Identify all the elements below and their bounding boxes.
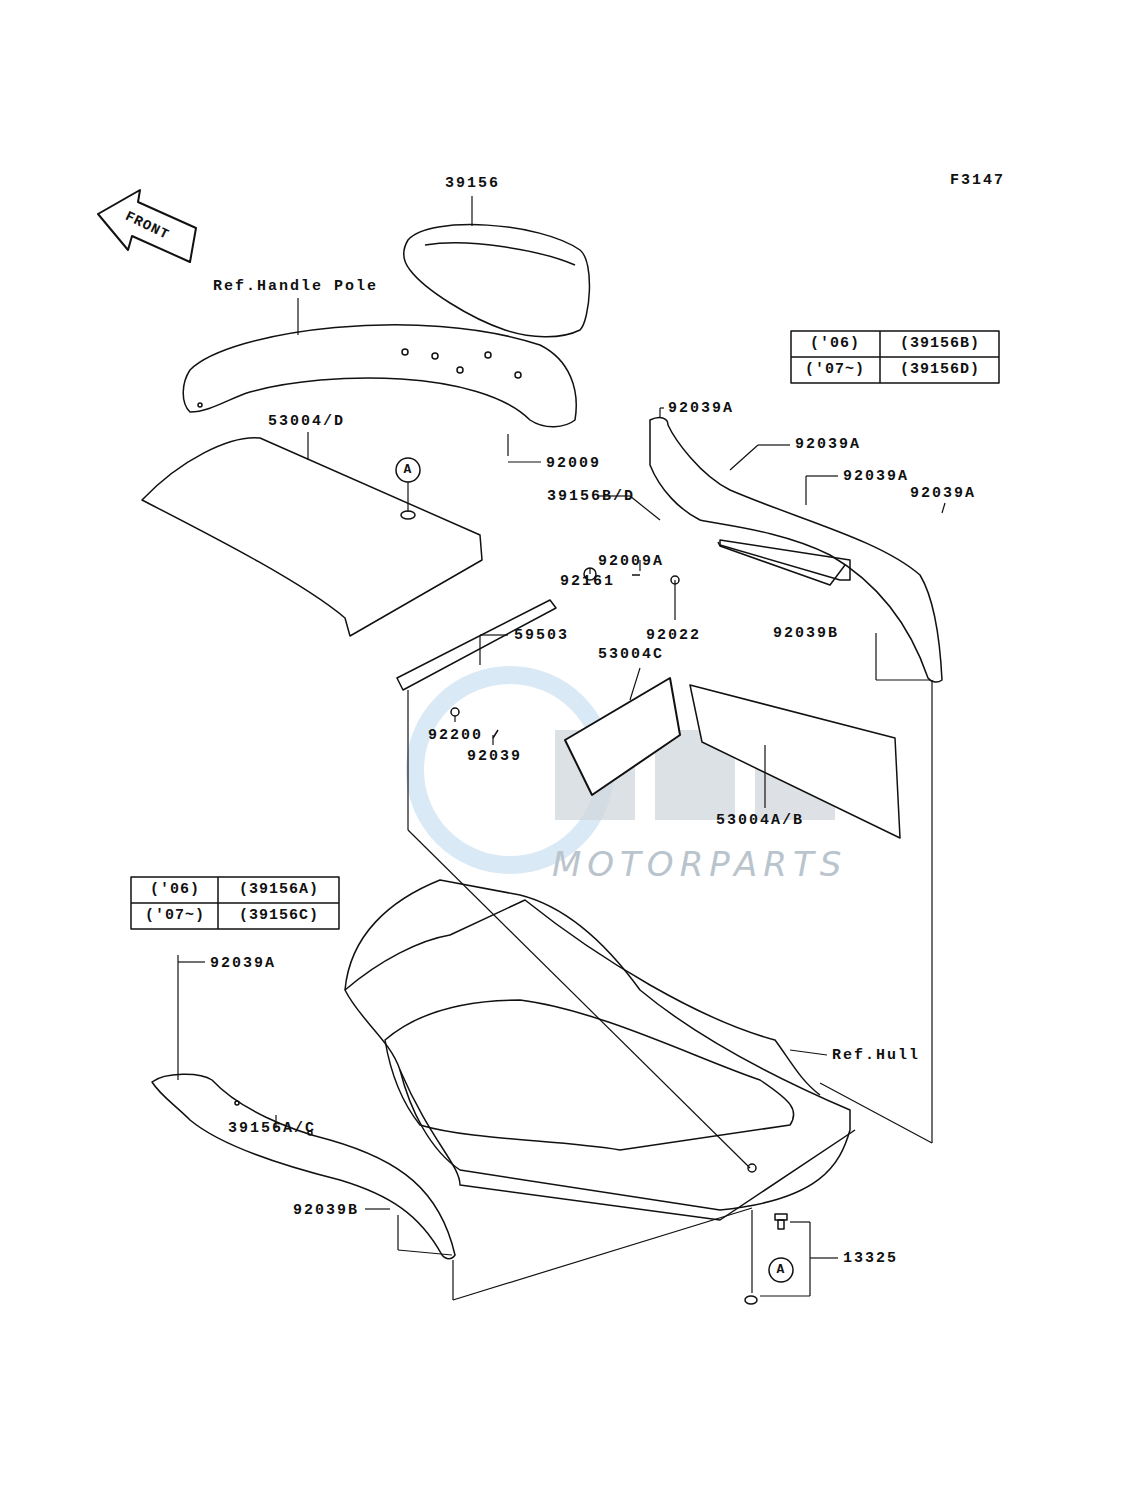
callout-number: 92161	[560, 574, 615, 591]
callout-number: F3147	[950, 173, 1005, 190]
callout-number: Ref.Hull	[832, 1048, 920, 1065]
callout-number: 92039A	[210, 956, 276, 973]
callout-number: 59503	[514, 628, 569, 645]
callout-number: Ref.Handle Pole	[213, 279, 378, 296]
callout-number: 39156A/C	[228, 1121, 316, 1138]
table-cell: (39156B)	[900, 336, 980, 353]
callout-number: 92022	[646, 628, 701, 645]
callout-number: 92200	[428, 728, 483, 745]
table-cell: (39156A)	[239, 882, 319, 899]
callout-number: 92039	[467, 749, 522, 766]
callout-number: 92039A	[795, 437, 861, 454]
table-cell: (39156D)	[900, 362, 980, 379]
watermark: MOTORPARTS	[552, 846, 847, 883]
callout-number: 92039A	[843, 469, 909, 486]
callout-number: 92009A	[598, 554, 664, 571]
callout-number: 39156B/D	[547, 489, 635, 506]
table-cell: ('07~)	[805, 362, 865, 379]
callout-number: 53004C	[598, 647, 664, 664]
callout-number: 53004/D	[268, 414, 345, 431]
table-cell: A	[777, 1263, 786, 1277]
callout-number: 92039A	[668, 401, 734, 418]
callout-number: 92009	[546, 456, 601, 473]
table-cell: (39156C)	[239, 908, 319, 925]
callout-number: 53004A/B	[716, 813, 804, 830]
table-cell: ('06)	[810, 336, 860, 353]
callout-number: 13325	[843, 1251, 898, 1268]
callout-number: 92039B	[773, 626, 839, 643]
callout-number: 92039A	[910, 486, 976, 503]
callout-number: 39156	[445, 176, 500, 193]
callout-number: 92039B	[293, 1203, 359, 1220]
table-cell: A	[404, 463, 413, 477]
table-cell: ('07~)	[145, 908, 205, 925]
table-cell: ('06)	[150, 882, 200, 899]
